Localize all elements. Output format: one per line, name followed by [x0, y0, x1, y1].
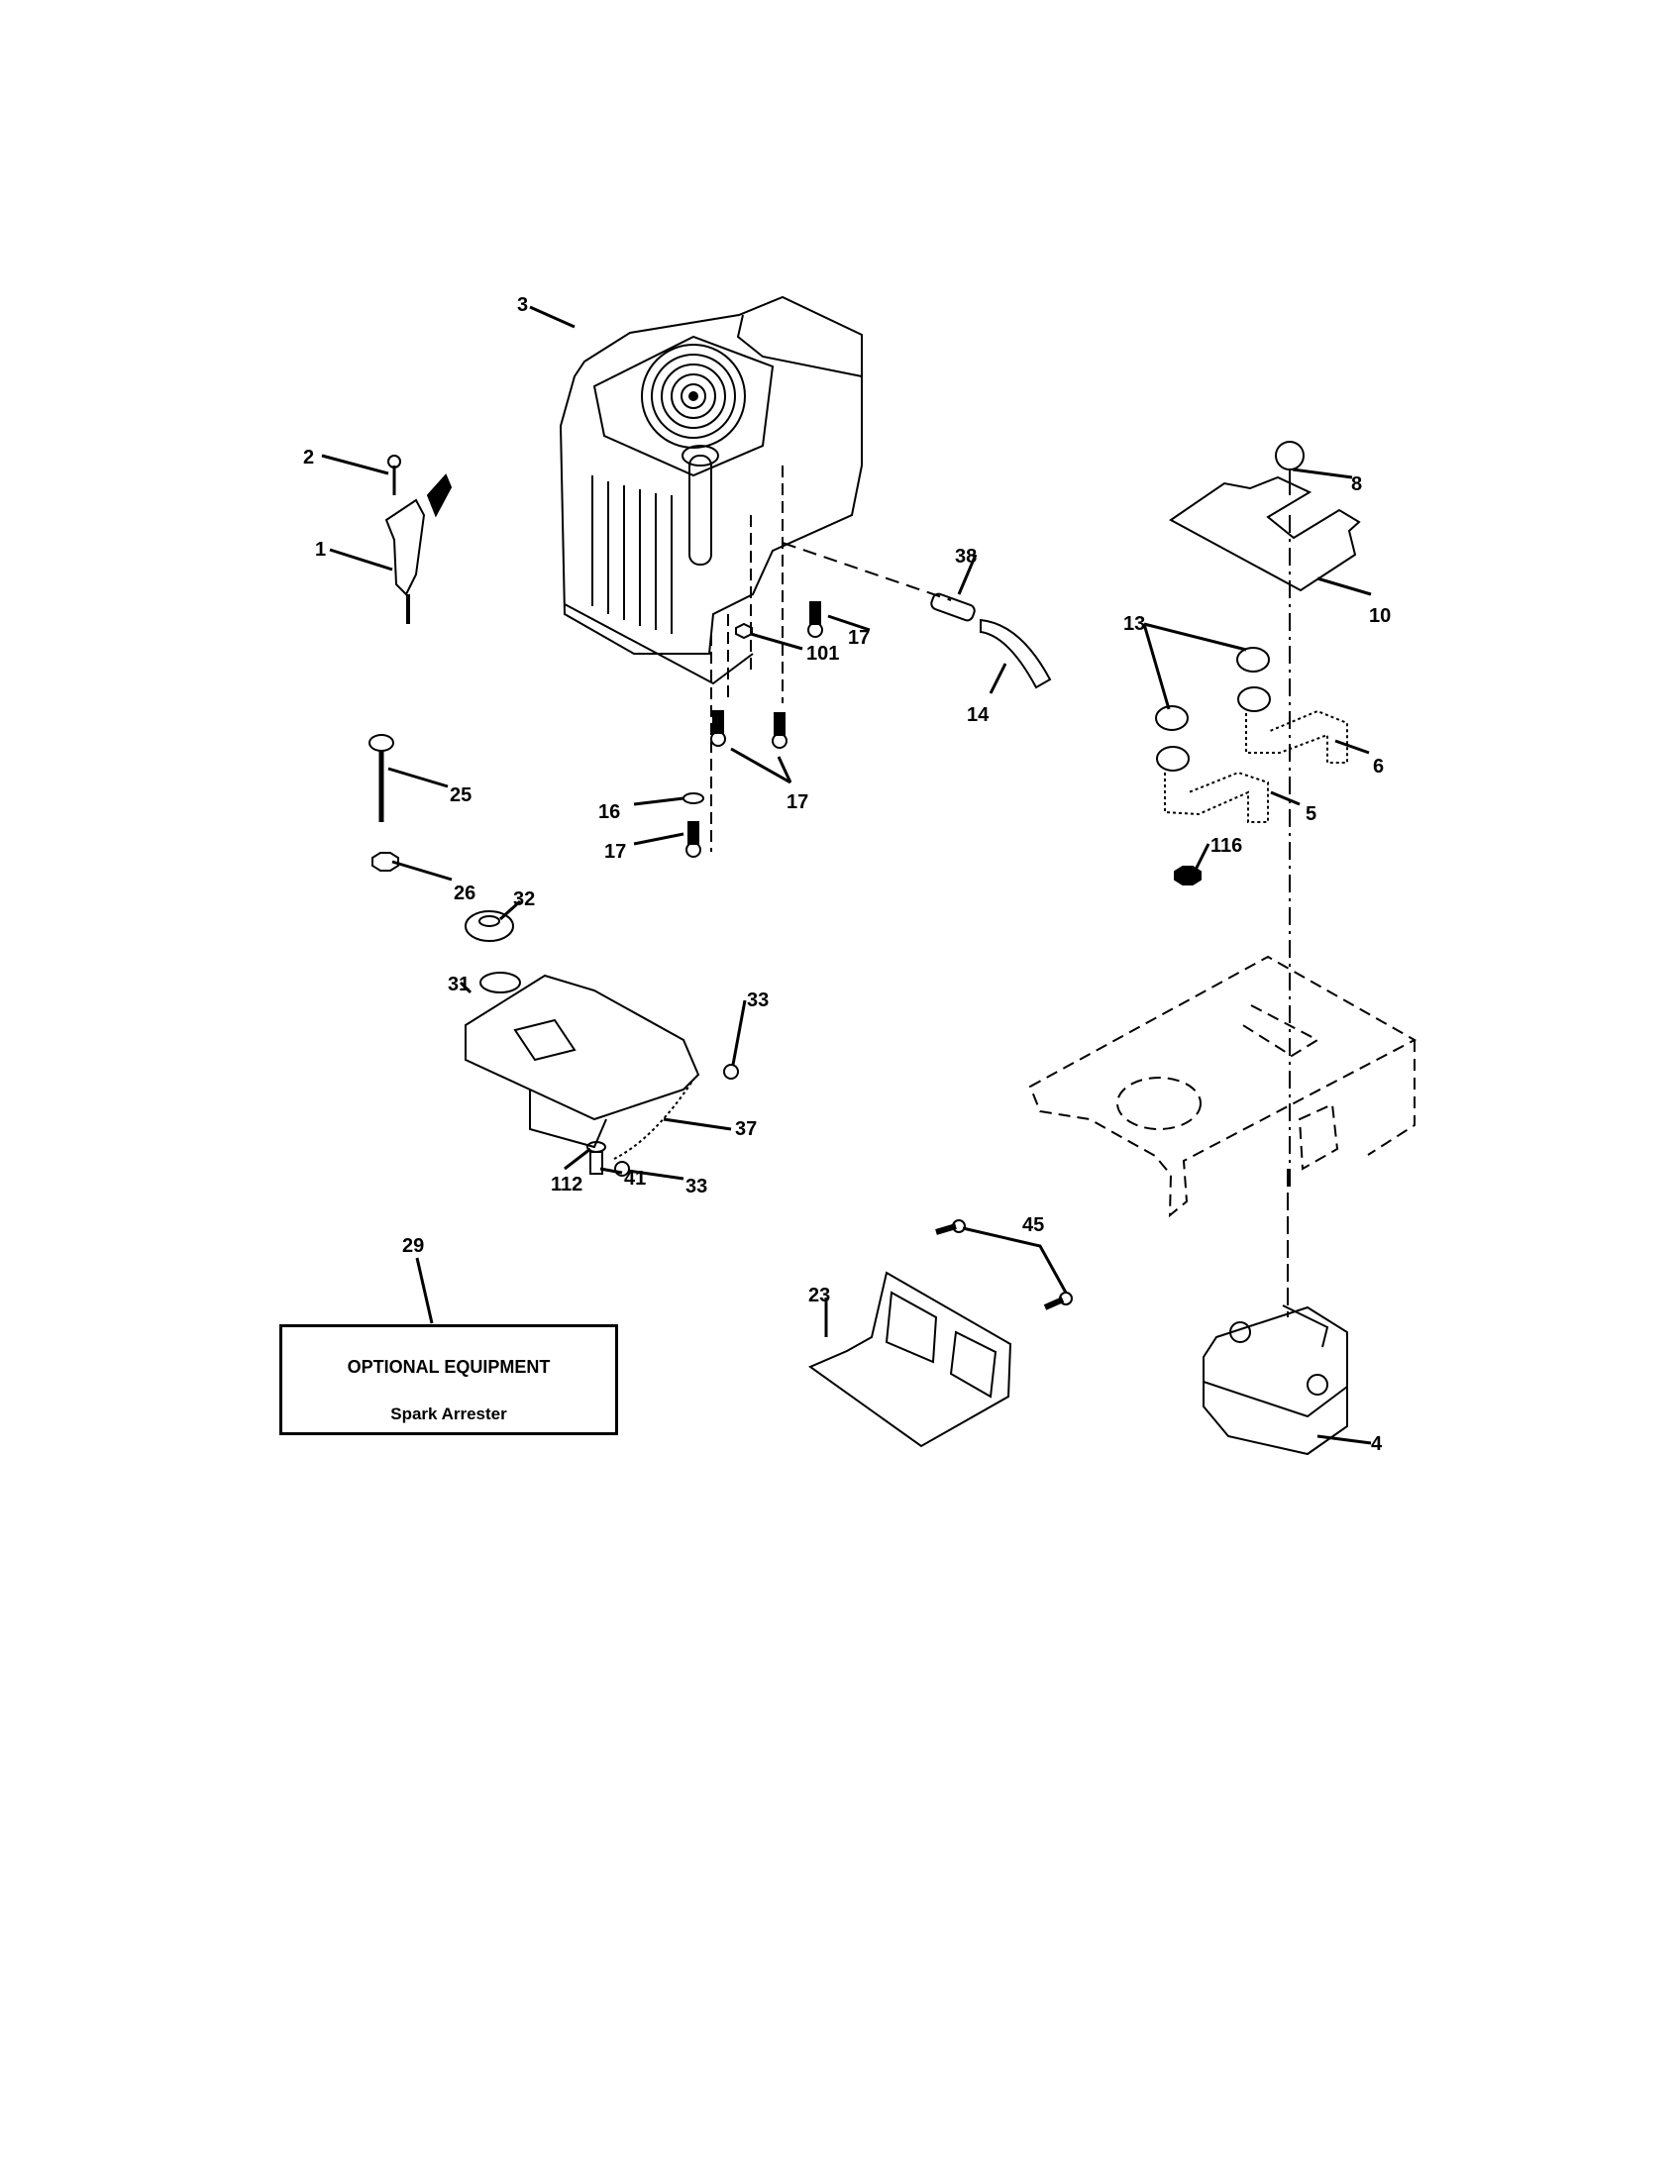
leader-33a [731, 999, 747, 1066]
callout-6: 6 [1373, 756, 1385, 778]
leader-16 [633, 796, 684, 806]
leader-37 [663, 1117, 732, 1131]
leader-29 [415, 1257, 434, 1324]
callout-31: 31 [448, 974, 471, 995]
leader-10 [1316, 576, 1372, 596]
callout-32: 32 [513, 888, 536, 910]
leader-41 [599, 1167, 623, 1175]
leader-31 [459, 981, 472, 994]
heat-shield-icon [1169, 441, 1361, 592]
leader-116 [1193, 843, 1210, 873]
leader-17b [730, 747, 792, 784]
callout-14: 14 [967, 704, 990, 726]
callout-101: 101 [806, 643, 840, 665]
fuel-line-icon [586, 1064, 739, 1177]
exhaust-manifold-icon [1155, 647, 1348, 885]
muffler-guard-icon [807, 1219, 1073, 1448]
leader-6 [1334, 739, 1370, 755]
leader-112 [564, 1147, 591, 1171]
leader-3 [529, 305, 576, 329]
fuel-filter-icon [930, 592, 1052, 689]
leader-13 [1142, 622, 1247, 710]
callout-41: 41 [624, 1168, 647, 1190]
leader-8 [1292, 468, 1353, 479]
muffler-icon [1203, 1304, 1348, 1456]
callout-4: 4 [1371, 1433, 1383, 1455]
callout-45: 45 [1022, 1214, 1045, 1236]
leader-26 [391, 860, 453, 882]
callout-23: 23 [808, 1285, 831, 1306]
leader-101 [750, 632, 803, 651]
callout-112: 112 [551, 1174, 583, 1196]
leader-4 [1316, 1434, 1372, 1445]
callout-2: 2 [303, 447, 315, 468]
bolt-25-icon [368, 734, 399, 872]
leader-45 [962, 1226, 1068, 1294]
callout-37: 37 [735, 1118, 758, 1140]
chassis-outline-icon [1028, 955, 1418, 1218]
optional-equipment-item: Spark Arrester [390, 1404, 507, 1423]
callout-10: 10 [1369, 605, 1392, 627]
bolt-icon [682, 601, 823, 858]
throttle-bracket-icon [384, 455, 453, 624]
leader-5 [1270, 790, 1301, 806]
leader-25 [387, 767, 449, 788]
fuel-tank-icon [465, 910, 700, 1149]
callout-116: 116 [1210, 835, 1243, 857]
leader-17c [633, 832, 684, 846]
leader-1 [329, 548, 393, 572]
callout-33b: 33 [685, 1176, 708, 1197]
callout-5: 5 [1306, 803, 1317, 825]
callout-17c: 17 [604, 841, 627, 863]
leader-2 [321, 454, 389, 475]
leader-14 [989, 663, 1007, 694]
callout-26: 26 [454, 883, 476, 904]
callout-25: 25 [450, 784, 472, 806]
leader-33b [627, 1169, 684, 1181]
engine-icon [559, 295, 863, 685]
callout-3: 3 [517, 294, 529, 316]
callout-33a: 33 [747, 989, 770, 1011]
optional-equipment-box: OPTIONAL EQUIPMENT Spark Arrester [279, 1324, 618, 1435]
callout-16: 16 [598, 801, 621, 823]
optional-equipment-heading: OPTIONAL EQUIPMENT [347, 1357, 551, 1377]
callout-38: 38 [955, 546, 978, 568]
callout-29: 29 [402, 1235, 425, 1257]
callout-1: 1 [315, 539, 327, 561]
leader-32 [498, 899, 522, 921]
callout-8: 8 [1351, 473, 1363, 495]
callout-17a: 17 [848, 627, 871, 649]
callout-13: 13 [1123, 613, 1146, 635]
callout-17b: 17 [787, 791, 809, 813]
leader-38 [957, 554, 978, 595]
leader-17a [827, 614, 871, 632]
